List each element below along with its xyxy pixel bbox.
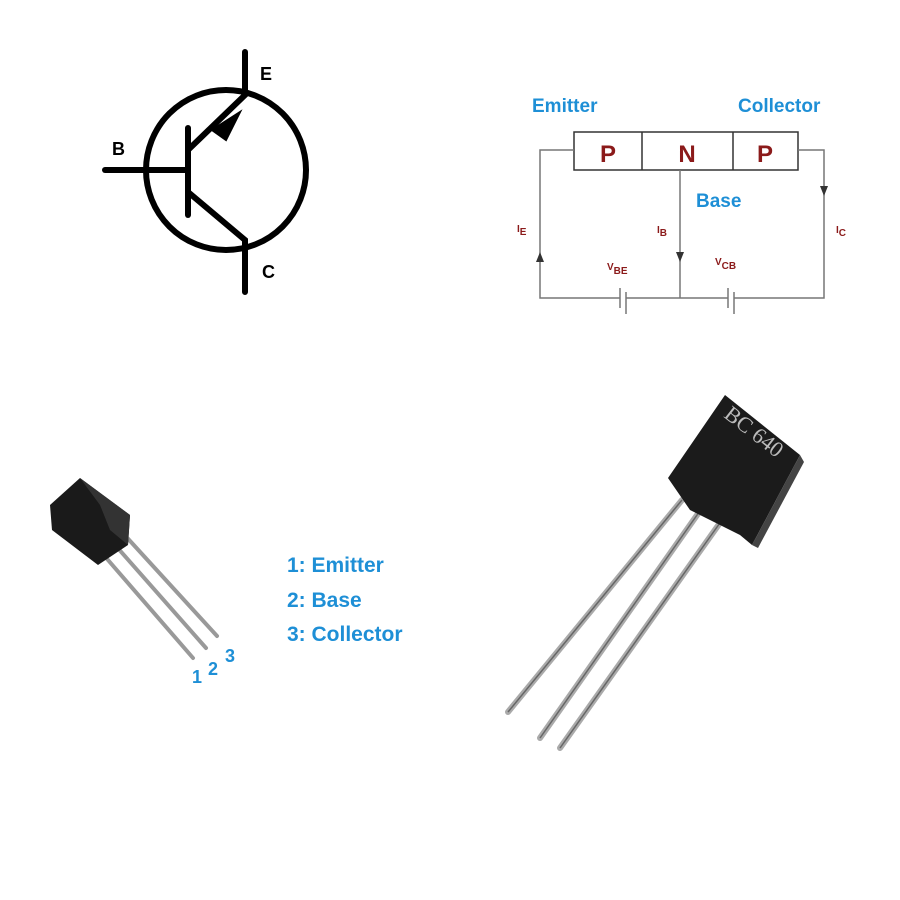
symbol-label-base: B [112, 139, 125, 159]
emitter-arrow-icon [210, 109, 243, 142]
collector-lead [185, 189, 248, 295]
ie-arrow-icon [536, 252, 544, 262]
bc640-transistor-image: BC 640 [505, 395, 804, 751]
layer-n-base: N [678, 141, 695, 168]
circuit-base-label: Base [696, 191, 741, 212]
symbol-label-collector: C [262, 262, 275, 282]
ic-arrow-icon [820, 186, 828, 196]
vbe-label: VBE [607, 262, 628, 277]
layer-p-collector: P [757, 141, 773, 168]
symbol-label-emitter: E [260, 64, 272, 84]
emitter-lead [185, 49, 248, 153]
pin-number-2: 2 [208, 659, 218, 679]
vcb-label: VCB [715, 257, 736, 272]
pinout-emitter: 1: Emitter [287, 554, 384, 577]
circuit-collector-label: Collector [738, 96, 821, 117]
pnp-symbol [102, 49, 309, 295]
small-transistor-image [50, 478, 219, 660]
pinout-base: 2: Base [287, 589, 362, 612]
ie-label: IE [517, 224, 527, 238]
ib-arrow-icon [676, 252, 684, 262]
circuit-emitter-label: Emitter [532, 96, 598, 117]
pin-number-1: 1 [192, 667, 202, 687]
layer-p-emitter: P [600, 141, 616, 168]
ib-label: IB [657, 225, 667, 239]
pinout-collector: 3: Collector [287, 623, 403, 646]
circuit-wires [539, 149, 825, 314]
pin-number-3: 3 [225, 646, 235, 666]
pnp-layers [573, 131, 799, 171]
ic-label: IC [836, 225, 846, 239]
